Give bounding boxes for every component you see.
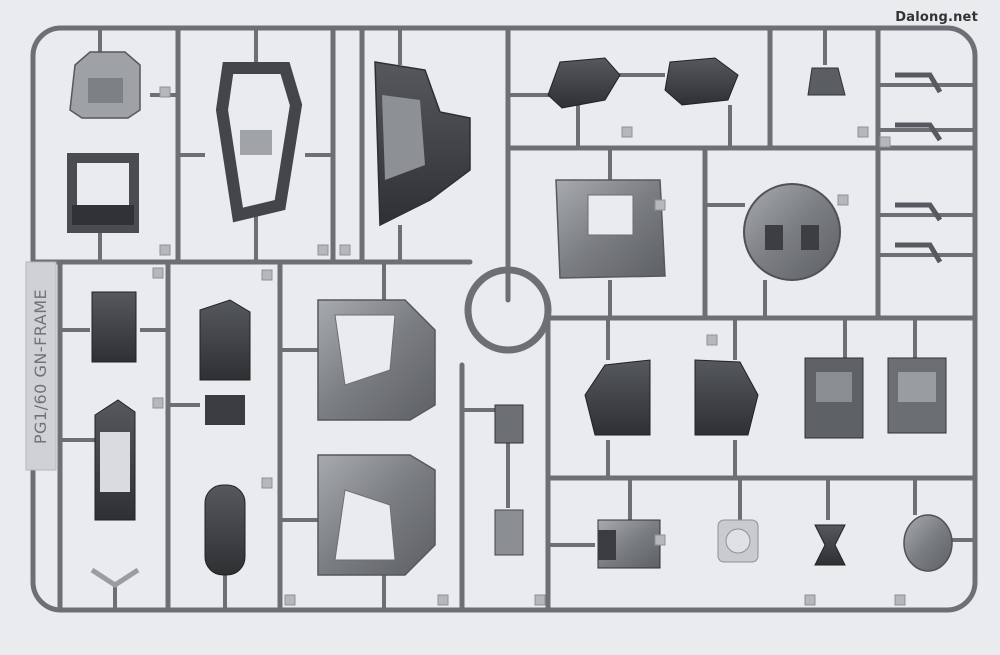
part-c7-frame-lower <box>317 454 436 576</box>
part-b1-armor-left <box>547 57 621 109</box>
part-b3-small-clip <box>807 67 846 96</box>
part-c4-joint <box>199 299 251 425</box>
part-b5-round-disc <box>743 183 841 281</box>
sprue-tag-plate <box>25 261 57 471</box>
part-c6-frame-upper <box>317 299 436 421</box>
part-c5-cylinder <box>204 484 246 576</box>
runner-frame <box>30 25 978 613</box>
part-d4-housing <box>887 357 947 434</box>
part-d7-bowtie <box>814 524 846 566</box>
part-number-tags <box>152 86 906 606</box>
part-d2-vented-right <box>694 359 759 436</box>
part-c3-clip <box>90 567 140 588</box>
part-c1-block <box>91 291 137 363</box>
watermark-text: Dalong.net <box>895 10 978 25</box>
part-d8-oval-plate <box>903 514 953 572</box>
part-b4-square-frame <box>555 179 666 279</box>
sprue-tag-label: PG1/60 GN-FRAME <box>31 288 51 444</box>
runner-ring <box>464 266 552 354</box>
part-d5-mechanism <box>597 519 661 569</box>
part-d1-vented-left <box>584 359 651 436</box>
part-b6-hooks <box>895 72 943 264</box>
part-c8-small-piece <box>494 404 524 556</box>
part-a2-frame <box>67 153 139 233</box>
part-c2-tall-block <box>94 399 136 521</box>
sprue-tag: PG1/60 GN-FRAME <box>26 262 56 470</box>
part-a4-shoulder-shell <box>374 61 471 227</box>
part-b2-armor-right <box>664 57 739 106</box>
part-a1-bracket <box>69 51 141 119</box>
part-d6-clear-square <box>717 519 759 563</box>
part-a3-chest-frame <box>215 62 303 223</box>
part-d3-housing <box>804 357 864 439</box>
